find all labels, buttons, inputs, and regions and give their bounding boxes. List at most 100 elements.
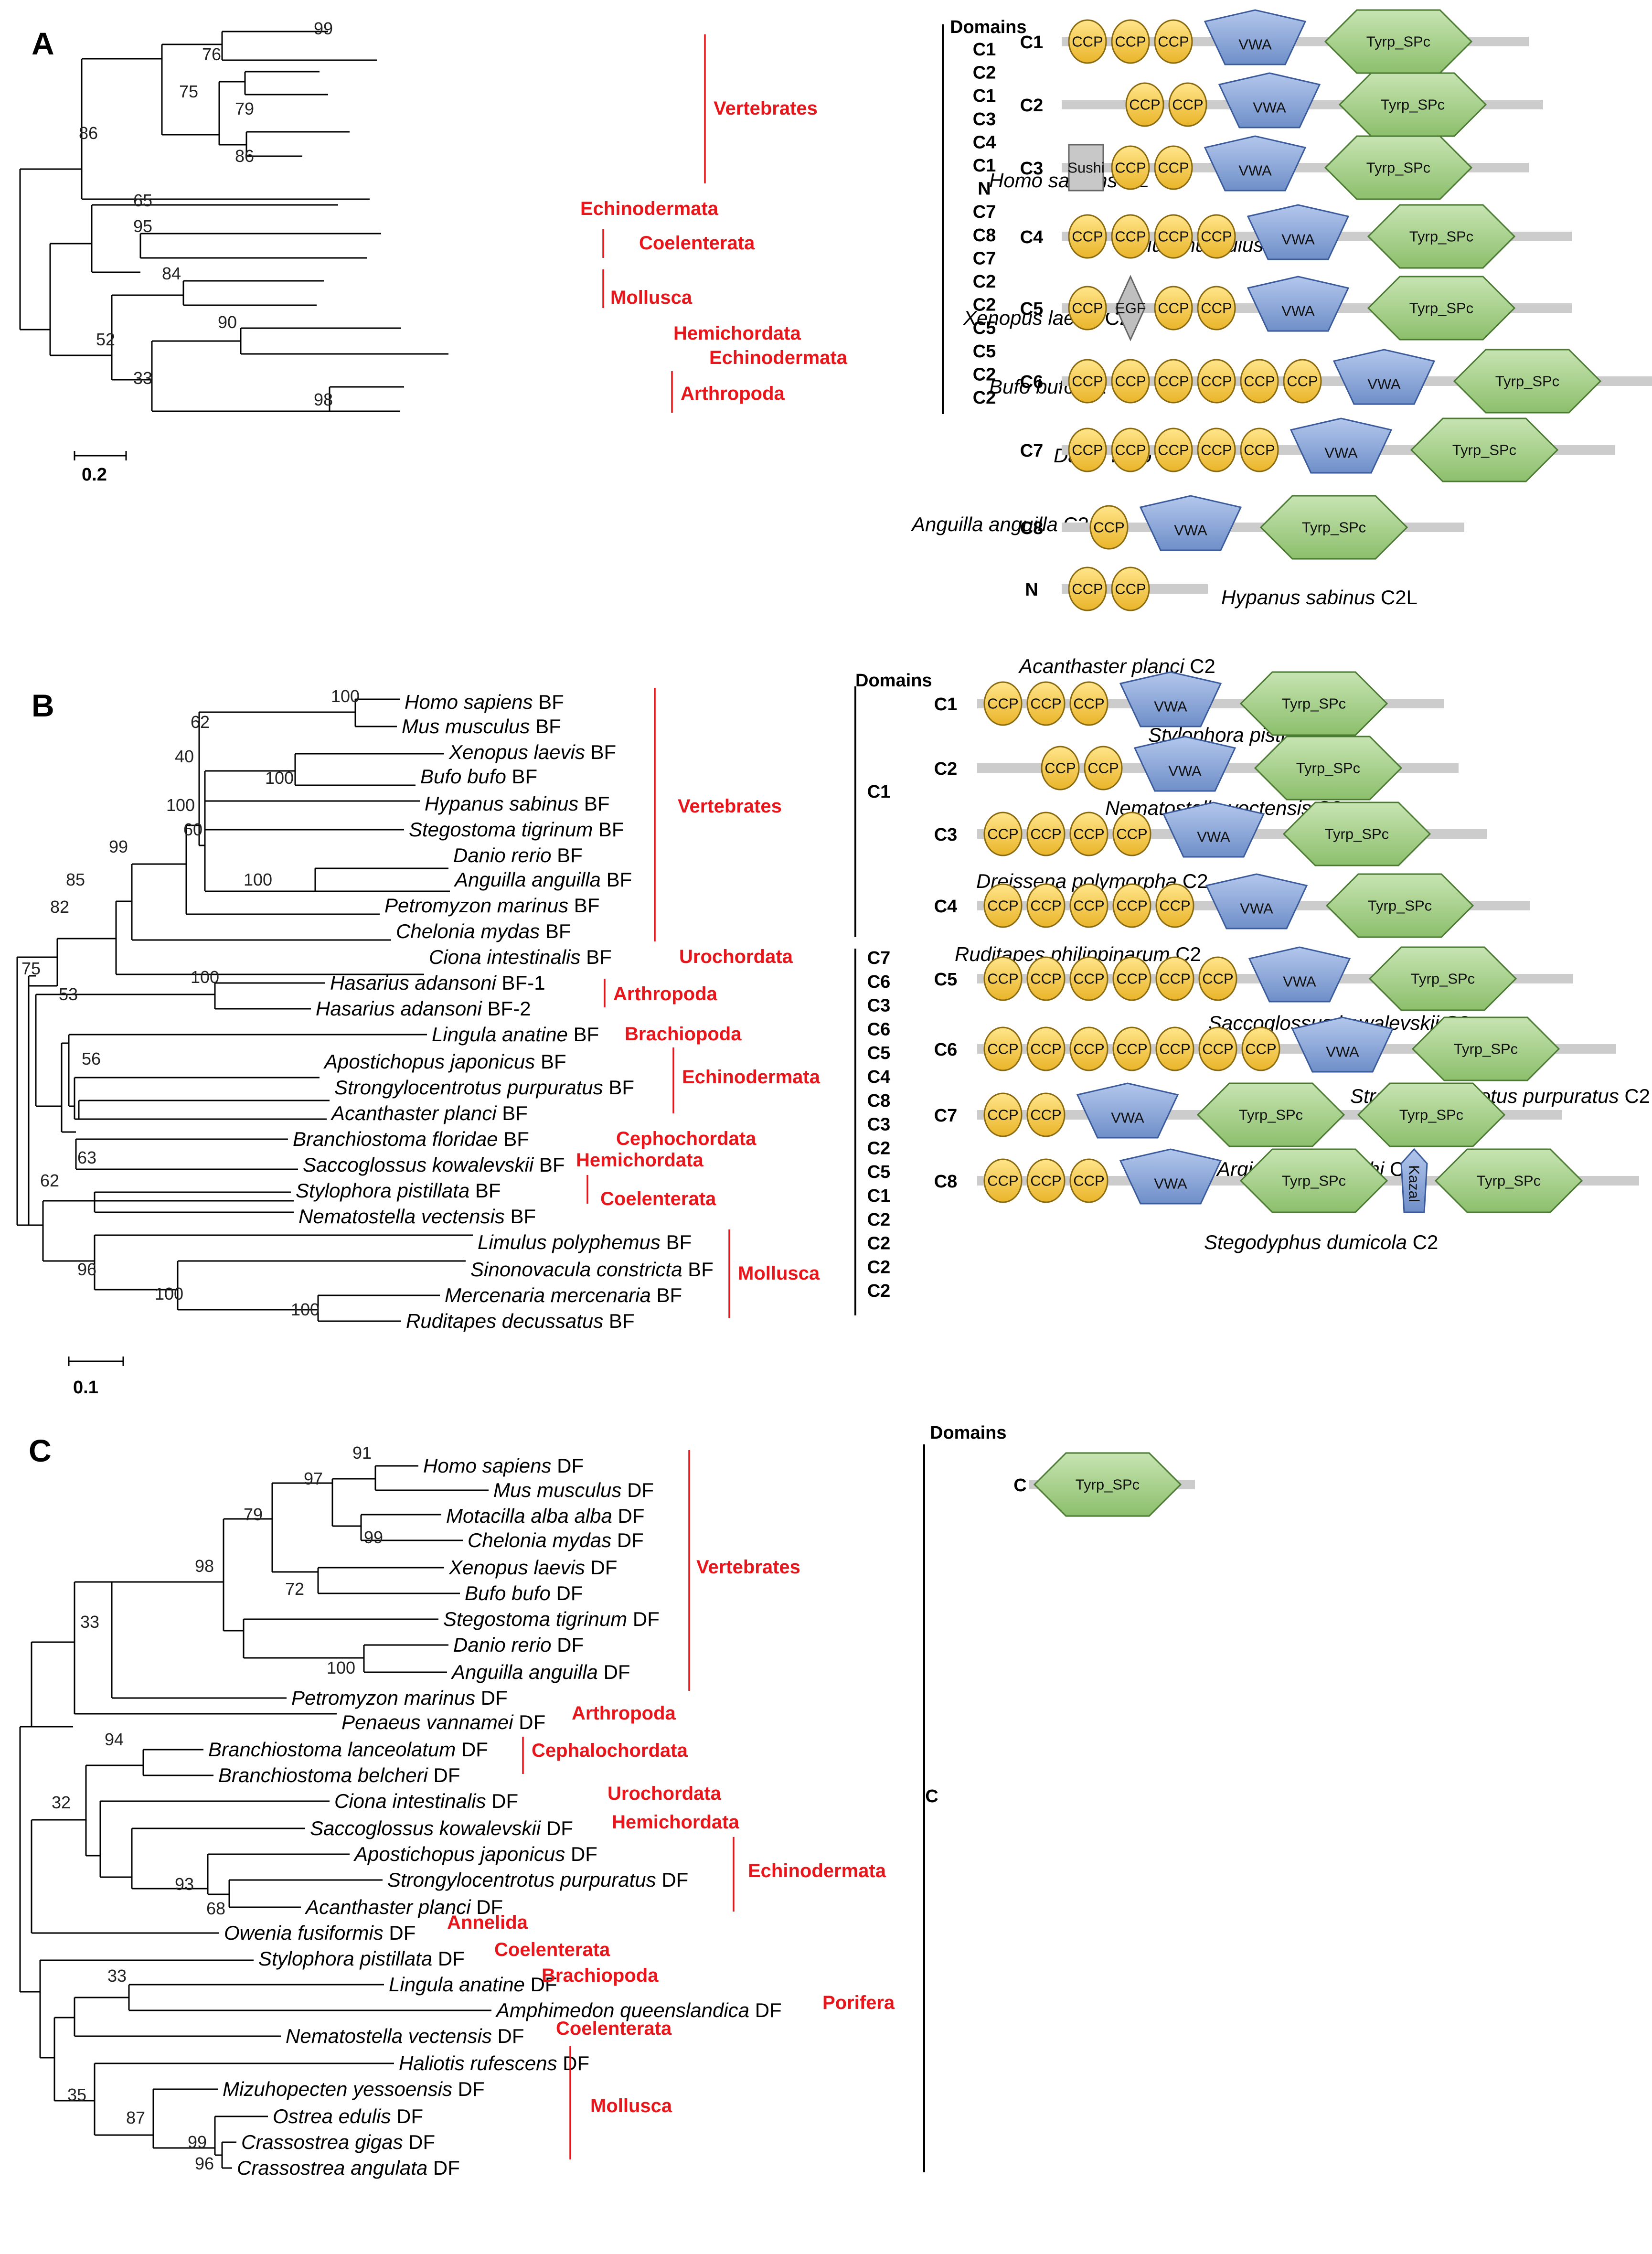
vwa-domain — [1133, 736, 1236, 792]
taxon-suffix: BF — [540, 920, 571, 942]
ccp-domain-label: CCP — [1116, 897, 1147, 914]
tyrp-spc-domain-label: Tyrp_SPc — [1381, 96, 1445, 113]
taxon-suffix: C2 — [1184, 655, 1215, 677]
ccp-domain-label: CCP — [1030, 1173, 1061, 1189]
bootstrap-value: 100 — [327, 1658, 355, 1677]
taxon-suffix: BF — [533, 691, 564, 713]
vwa-domain — [1139, 495, 1242, 551]
domain-code: C8 — [867, 1091, 891, 1111]
taxon-label: Stegostoma tigrinum DF — [443, 1608, 660, 1630]
architecture-label: C3 — [934, 825, 958, 845]
taxon-suffix: BF — [651, 1284, 682, 1306]
ccp-domain-label: CCP — [1072, 442, 1103, 459]
ccp-domain-label: CCP — [1159, 971, 1190, 987]
clade-label: Arthropoda — [613, 983, 718, 1004]
ccp-domain-label: CCP — [1030, 897, 1061, 914]
taxon-suffix: DF — [749, 1999, 782, 2021]
taxon-species: Hypanus sabinus — [425, 792, 578, 815]
panel-label-a: A — [32, 26, 54, 61]
taxon-species: Ciona intestinalis — [429, 946, 581, 968]
vwa-domain-label: VWA — [1281, 231, 1315, 248]
taxon-label: Apostichopus japonicus DF — [353, 1843, 597, 1865]
ccp-domain-label: CCP — [1030, 826, 1061, 843]
taxon-species: Mus musculus — [493, 1479, 621, 1501]
bootstrap-value: 76 — [202, 44, 221, 64]
domain-code: C5 — [867, 1162, 891, 1182]
taxon-species: Anguilla anguilla — [910, 513, 1058, 535]
ccp-domain-label: CCP — [1244, 442, 1275, 459]
vwa-domain-label: VWA — [1168, 763, 1202, 780]
tyrp-spc-domain-label: Tyrp_SPc — [1076, 1476, 1140, 1493]
bootstrap-value: 98 — [195, 1556, 214, 1576]
taxon-suffix: DF — [541, 1817, 573, 1839]
taxon-label: Ostrea edulis DF — [273, 2105, 423, 2127]
taxon-label: Acanthaster planci C2 — [1018, 655, 1215, 677]
taxon-label: Branchiostoma floridae BF — [293, 1128, 529, 1150]
taxon-species: Ruditapes decussatus — [406, 1310, 603, 1332]
bootstrap-value: 95 — [133, 216, 152, 236]
taxon-species: Ciona intestinalis — [334, 1790, 486, 1812]
ccp-domain-label: CCP — [1030, 1041, 1061, 1058]
ccp-domain-label: CCP — [1116, 1041, 1147, 1058]
ccp-domain — [1112, 812, 1151, 856]
taxon-label: Nematostella vectensis BF — [298, 1205, 536, 1228]
taxon-species: Acanthaster planci — [330, 1102, 497, 1124]
bootstrap-value: 35 — [67, 2085, 86, 2104]
ccp-domain-label: CCP — [1030, 695, 1061, 712]
panel-label-b: B — [32, 688, 54, 723]
vwa-domain — [1162, 801, 1265, 858]
taxon-species: Anguilla anguilla — [453, 868, 601, 891]
taxon-species: Stegostoma tigrinum — [443, 1608, 627, 1630]
domain-code: C2 — [973, 364, 996, 385]
domain-code: C2 — [867, 1281, 891, 1301]
ccp-domain — [1197, 286, 1236, 331]
ccp-domain — [1041, 746, 1080, 791]
tyrp-spc-domain — [1411, 1016, 1560, 1081]
taxon-label: Xenopus laevis BF — [448, 741, 616, 763]
domain-code: C — [925, 1786, 938, 1806]
ccp-domain — [1197, 359, 1236, 404]
domain-code: C7 — [867, 948, 891, 968]
ccp-domain — [983, 1158, 1023, 1203]
taxon-species: Stylophora pistillata — [258, 1947, 432, 1970]
clade-label: Arthropoda — [681, 383, 785, 404]
taxon-species: Bufo bufo — [989, 375, 1075, 398]
vwa-domain — [1205, 873, 1308, 929]
architecture-label: C5 — [1020, 299, 1044, 319]
taxon-species: Chelonia mydas — [396, 920, 540, 942]
clade-label: Urochordata — [608, 1783, 722, 1804]
ccp-domain-label: CCP — [1115, 373, 1146, 390]
taxon-suffix: BF — [469, 1179, 501, 1202]
taxon-suffix: BF-2 — [482, 997, 531, 1020]
ccp-domain — [1112, 956, 1151, 1001]
taxon-suffix: BF — [585, 741, 616, 763]
clade-label: Brachiopoda — [542, 1965, 659, 1986]
vwa-domain — [1119, 1148, 1222, 1205]
architecture-label: C1 — [934, 694, 958, 715]
domain-code: C1 — [867, 782, 891, 802]
ccp-domain-label: CCP — [1115, 160, 1146, 176]
ccp-domain-label: CCP — [1158, 160, 1189, 176]
taxon-label: Branchiostoma lanceolatum DF — [208, 1738, 488, 1761]
ccp-domain-label: CCP — [987, 971, 1018, 987]
taxon-label: Anguilla anguilla DF — [450, 1661, 630, 1683]
ccp-domain — [1155, 956, 1194, 1001]
ccp-domain-label: CCP — [1030, 1107, 1061, 1123]
taxon-label: Mus musculus DF — [493, 1479, 654, 1501]
clade-label: Echinodermata — [580, 198, 719, 219]
ccp-domain-label: CCP — [987, 897, 1018, 914]
architecture-label: C4 — [934, 897, 958, 917]
taxon-label: Bufo bufo DF — [465, 1582, 583, 1604]
vwa-domain — [1247, 204, 1350, 260]
ccp-domain — [1112, 883, 1151, 928]
architecture-label: C — [1013, 1475, 1026, 1496]
taxon-label: Branchiostoma belcheri DF — [218, 1764, 460, 1786]
ccp-domain-label: CCP — [1072, 33, 1103, 50]
taxon-species: Lingula anatine — [432, 1023, 568, 1046]
ccp-domain-label: CCP — [1201, 373, 1232, 390]
taxon-suffix: DF — [492, 2025, 524, 2047]
vwa-domain — [1204, 135, 1307, 192]
